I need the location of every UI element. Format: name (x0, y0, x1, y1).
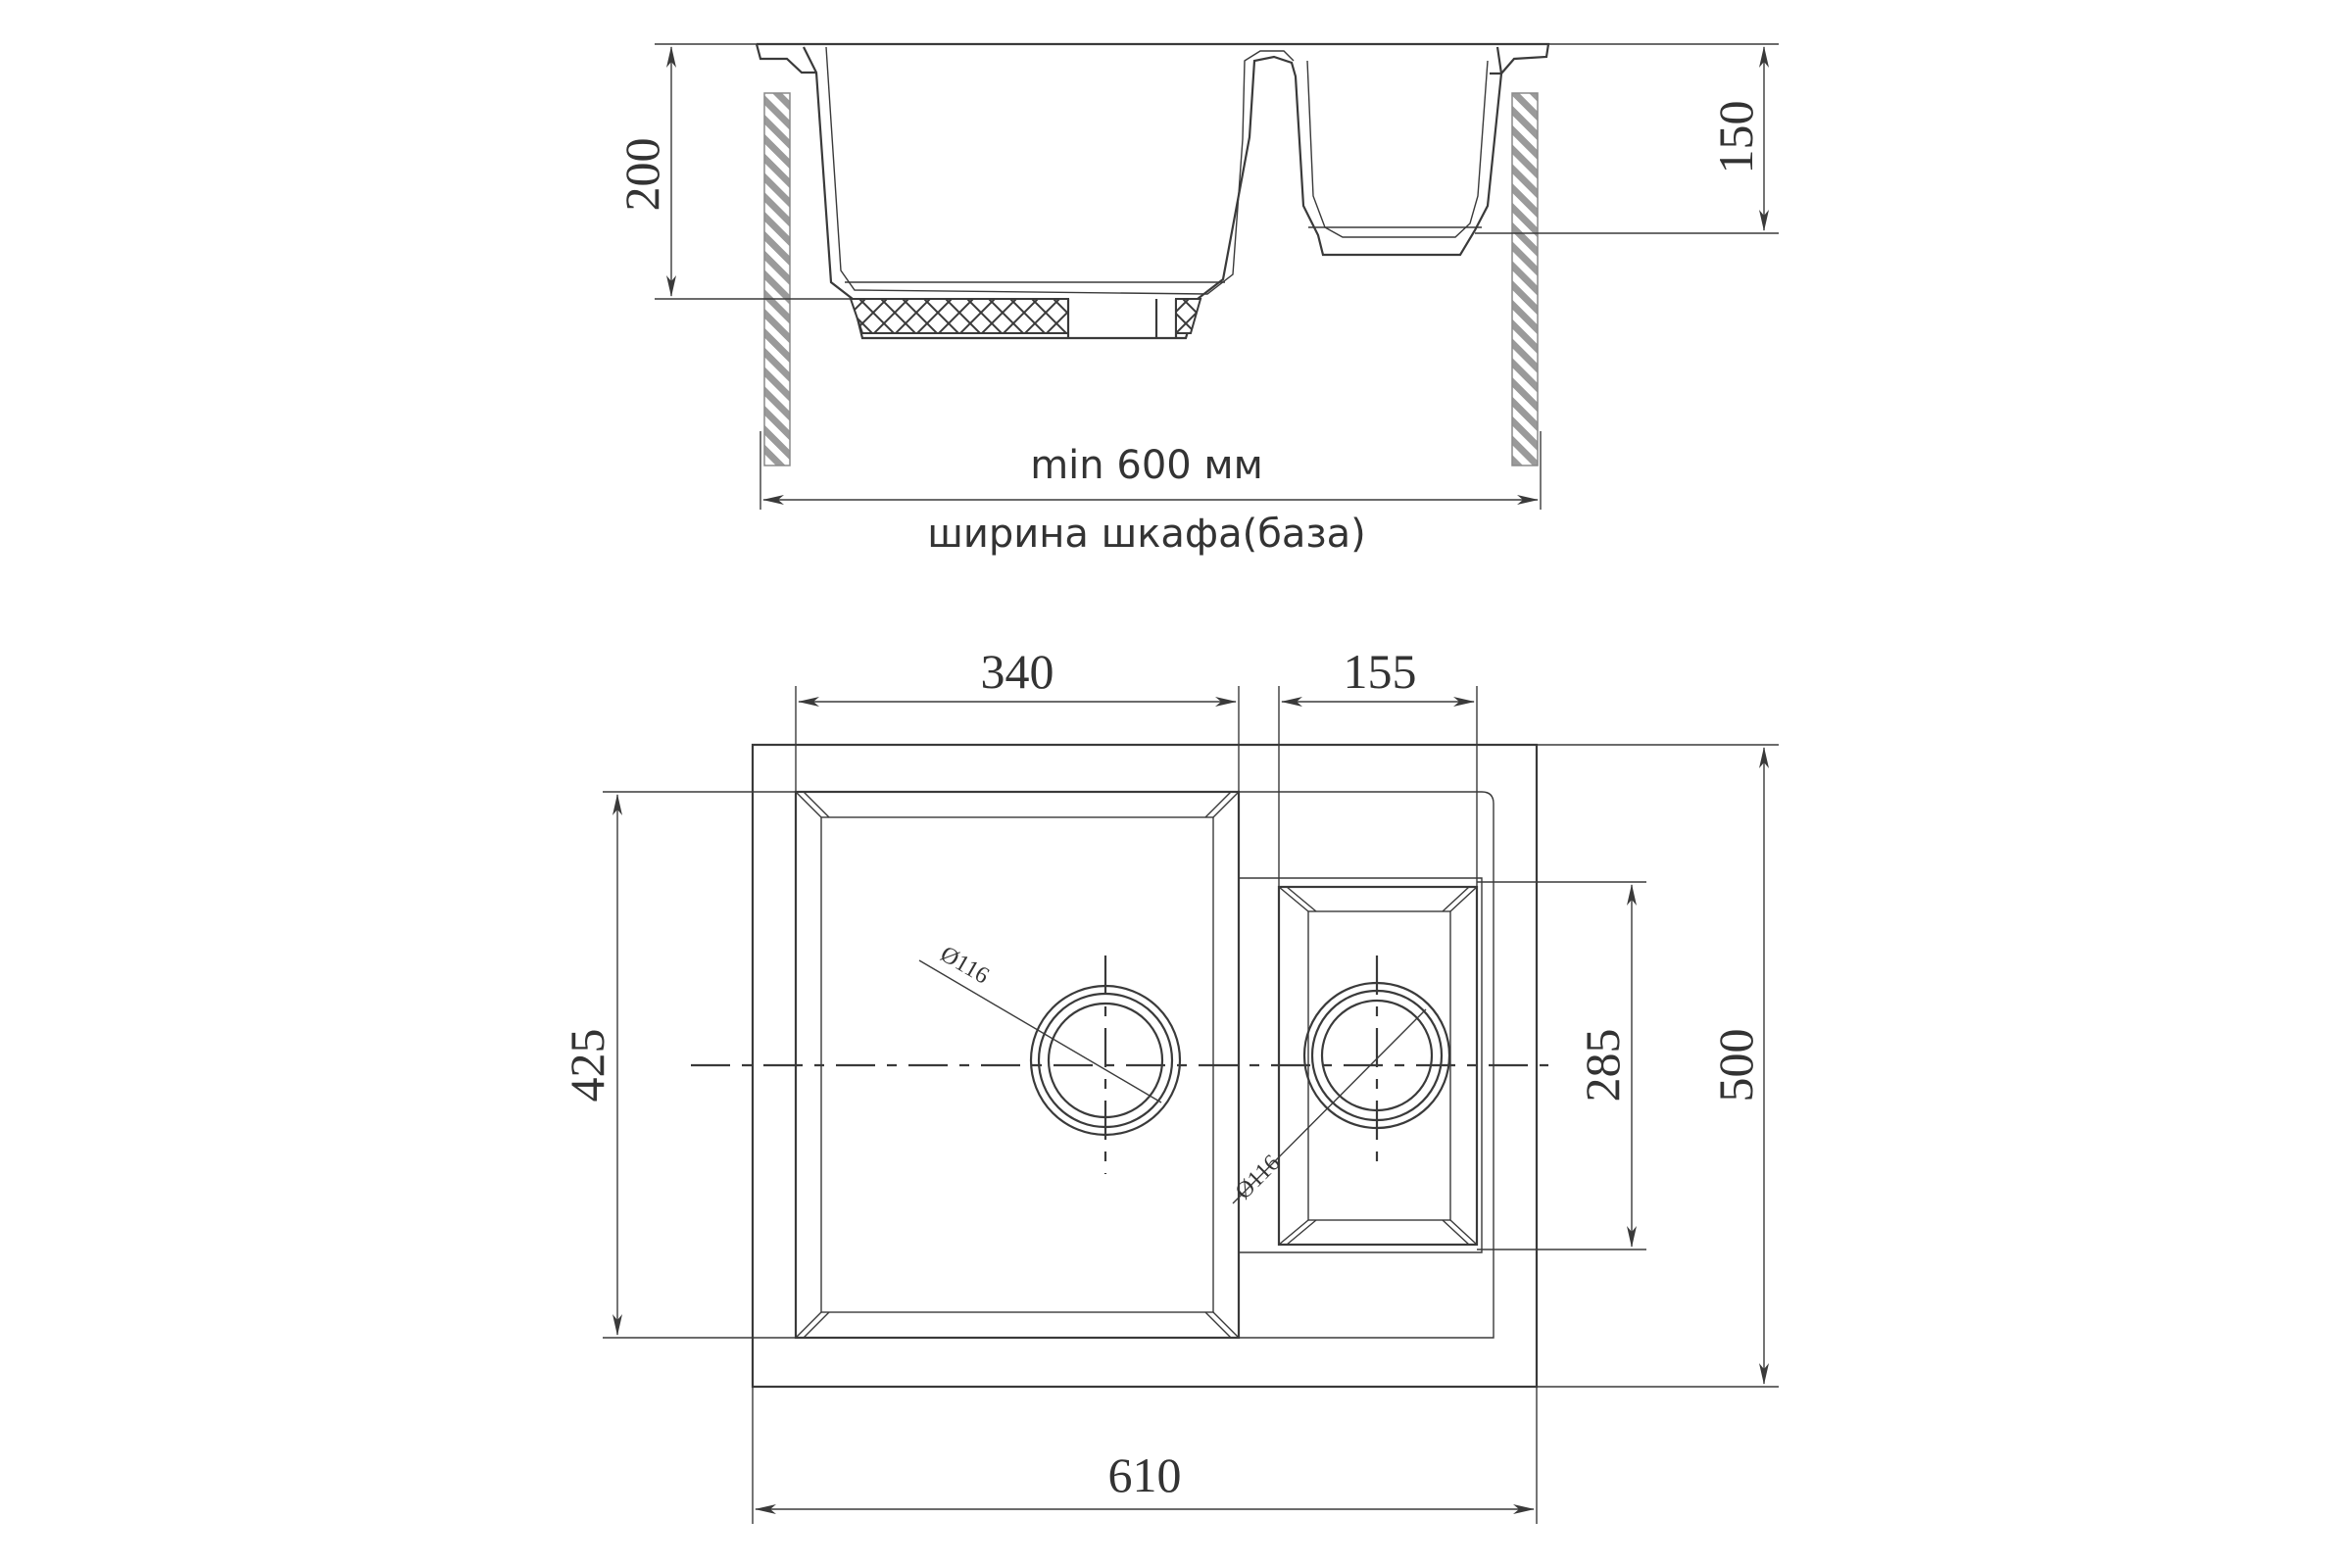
main-drain: Ø116 (918, 942, 1182, 1174)
dim-overall-length: 500 (1708, 1029, 1763, 1102)
cabinet-width-caption: ширина шкафа(база) (927, 512, 1366, 557)
side-section-view: 200 150 min 600 мм ширина шкафа(база) (614, 42, 1779, 557)
dim-main-bowl-width: 340 (981, 644, 1054, 699)
sink-outline (751, 743, 1539, 1389)
cabinet-wall-left (763, 92, 791, 466)
drain-main-diameter: Ø116 (936, 942, 993, 990)
dim-small-bowl-length: 285 (1575, 1029, 1630, 1102)
dim-small-bowl-width: 155 (1344, 644, 1417, 699)
main-bowl-section (803, 46, 1503, 340)
dim-overall-width: 610 (1108, 1447, 1182, 1502)
dim-depth-small: 150 (1708, 101, 1763, 174)
small-drain: Ø116 (1231, 956, 1451, 1204)
bottom-reinforcement (849, 298, 1069, 334)
cabinet-wall-right (1511, 92, 1539, 466)
top-plan-view: Ø116 Ø116 340 155 425 285 (560, 644, 1779, 1524)
dim-cabinet-width: min 600 мм (1030, 443, 1263, 488)
dim-main-bowl-length: 425 (560, 1029, 614, 1102)
sink-rim (757, 42, 1550, 75)
dim-depth-main: 200 (614, 138, 669, 212)
